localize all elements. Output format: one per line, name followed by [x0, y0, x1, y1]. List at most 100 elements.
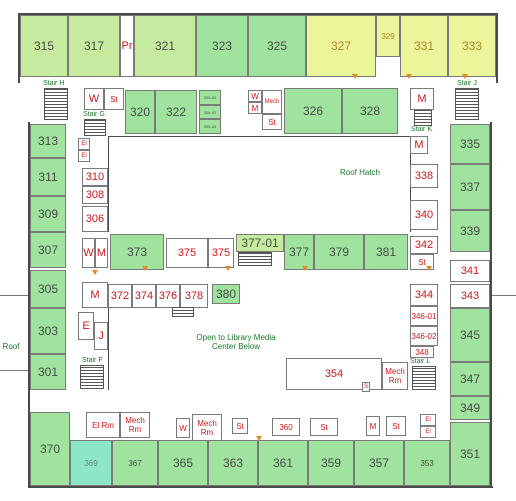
room-mech-rm-2[interactable]: Mech Rm — [120, 412, 150, 438]
room-mech-n[interactable]: Mech — [262, 90, 282, 114]
room-el-2[interactable]: El — [78, 150, 90, 162]
room-309[interactable]: 309 — [30, 196, 66, 232]
room-328[interactable]: 328 — [342, 88, 398, 134]
room-st-n[interactable]: St — [262, 114, 282, 130]
room-344[interactable]: 344 — [410, 284, 438, 306]
room-369[interactable]: 369 — [70, 440, 112, 486]
room-305-02[interactable]: 305-02 — [199, 105, 221, 119]
room-307[interactable]: 307 — [30, 232, 66, 268]
room-305-03[interactable]: 305-03 — [199, 119, 221, 134]
room-375-a[interactable]: 375 — [166, 238, 208, 268]
room-w-nw[interactable]: W — [84, 88, 104, 110]
room-el-rm[interactable]: El Rm — [86, 412, 120, 438]
stair-g[interactable] — [84, 119, 106, 136]
room-mech-rm-3[interactable]: Mech Rm — [192, 414, 222, 442]
room-310[interactable]: 310 — [82, 168, 108, 186]
room-306[interactable]: 306 — [82, 206, 108, 232]
room-m-2[interactable]: M — [248, 102, 262, 114]
room-365[interactable]: 365 — [158, 440, 208, 486]
room-363[interactable]: 363 — [208, 440, 258, 486]
room-st-s3[interactable]: St — [386, 416, 406, 436]
stair-h[interactable] — [44, 88, 68, 120]
room-331[interactable]: 331 — [400, 15, 448, 77]
stair-j[interactable] — [455, 88, 479, 120]
room-303[interactable]: 303 — [30, 308, 66, 354]
stair-f[interactable] — [80, 365, 104, 389]
room-320[interactable]: 320 — [125, 90, 155, 134]
room-357[interactable]: 357 — [354, 440, 404, 486]
room-376[interactable]: 376 — [156, 284, 180, 308]
room-339[interactable]: 339 — [450, 210, 490, 252]
stair-l[interactable] — [412, 366, 436, 390]
room-359[interactable]: 359 — [308, 440, 354, 486]
room-m-e[interactable]: M — [410, 136, 428, 154]
room-301[interactable]: 301 — [30, 354, 66, 390]
room-327[interactable]: 327 — [306, 15, 376, 77]
room-el-s1[interactable]: El — [420, 414, 436, 426]
room-380[interactable]: 380 — [212, 284, 240, 304]
room-379[interactable]: 379 — [314, 234, 364, 270]
room-el-1[interactable]: El — [78, 138, 90, 150]
room-361[interactable]: 361 — [258, 440, 308, 486]
room-333[interactable]: 333 — [448, 15, 496, 77]
room-335[interactable]: 335 — [450, 124, 490, 164]
room-313[interactable]: 313 — [30, 124, 66, 158]
room-377-01[interactable]: 377-01 — [236, 234, 284, 252]
room-el-s2[interactable]: El — [420, 426, 436, 438]
room-m-s[interactable]: M — [366, 416, 380, 436]
room-pr[interactable]: Pr — [120, 15, 134, 77]
room-346-01[interactable]: 346-01 — [410, 306, 438, 326]
room-e[interactable]: E — [78, 312, 94, 340]
room-342[interactable]: 342 — [410, 236, 438, 254]
room-st-s2[interactable]: St — [310, 418, 338, 436]
room-338[interactable]: 338 — [410, 164, 438, 188]
room-321[interactable]: 321 — [134, 15, 196, 77]
room-st-s1[interactable]: St — [232, 418, 248, 434]
stair-k[interactable] — [414, 110, 432, 126]
room-308[interactable]: 308 — [82, 186, 108, 204]
room-349[interactable]: 349 — [450, 396, 490, 420]
room-s[interactable]: S — [362, 382, 370, 392]
room-374[interactable]: 374 — [132, 284, 156, 308]
room-367[interactable]: 367 — [112, 440, 158, 486]
room-w-2[interactable]: W — [248, 90, 262, 102]
stair-377[interactable] — [238, 252, 272, 266]
room-mech-rm[interactable]: Mech Rm — [382, 362, 408, 390]
room-325[interactable]: 325 — [248, 15, 306, 77]
room-323[interactable]: 323 — [196, 15, 248, 77]
room-341[interactable]: 341 — [450, 260, 490, 282]
room-360[interactable]: 360 — [272, 418, 300, 436]
room-322[interactable]: 322 — [155, 90, 197, 134]
room-340[interactable]: 340 — [410, 200, 438, 230]
room-w-3[interactable]: W — [82, 238, 95, 268]
room-m-ne[interactable]: M — [410, 88, 434, 110]
room-373[interactable]: 373 — [110, 234, 164, 270]
room-st-nw[interactable]: St — [104, 88, 124, 110]
room-315[interactable]: 315 — [20, 15, 68, 77]
room-329[interactable]: 329 — [376, 15, 400, 57]
room-m-w[interactable]: M — [82, 282, 108, 308]
room-345[interactable]: 345 — [450, 308, 490, 362]
room-353[interactable]: 353 — [404, 440, 450, 486]
stair-mid[interactable] — [172, 307, 194, 317]
room-m-3[interactable]: M — [95, 238, 108, 268]
room-j[interactable]: J — [94, 322, 108, 350]
room-370[interactable]: 370 — [30, 412, 70, 486]
room-305-01[interactable]: 305-01 — [199, 90, 221, 105]
room-326[interactable]: 326 — [284, 88, 342, 134]
room-347[interactable]: 347 — [450, 362, 490, 396]
room-351[interactable]: 351 — [450, 422, 490, 486]
room-305[interactable]: 305 — [30, 270, 66, 308]
room-348[interactable]: 348 — [410, 346, 434, 358]
room-337[interactable]: 337 — [450, 164, 490, 210]
room-381[interactable]: 381 — [364, 234, 408, 270]
room-w-s[interactable]: W — [176, 418, 190, 438]
room-311[interactable]: 311 — [30, 158, 66, 196]
room-346-02[interactable]: 346-02 — [410, 326, 438, 346]
room-317[interactable]: 317 — [68, 15, 120, 77]
room-375-b[interactable]: 375 — [208, 238, 234, 268]
room-372[interactable]: 372 — [108, 284, 132, 308]
room-343[interactable]: 343 — [450, 284, 490, 308]
room-377[interactable]: 377 — [284, 234, 314, 270]
room-378[interactable]: 378 — [180, 284, 208, 308]
